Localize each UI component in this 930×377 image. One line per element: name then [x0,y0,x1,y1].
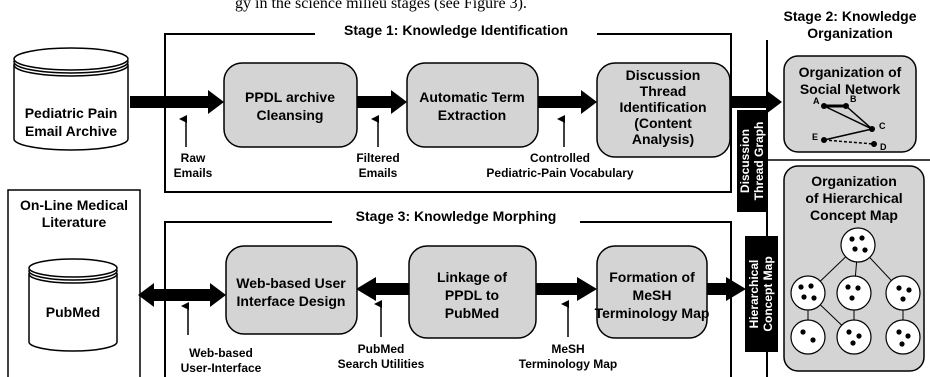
thread-identification-box [596,62,731,158]
archive-label-line1: Pediatric Pain [25,105,118,121]
mesh-formation-label-3: Terminology Map [595,305,710,321]
literature-frame [7,189,141,377]
top-cropped-text: gy in the science milieu stages (see Fig… [235,0,527,12]
controlled-vocab-label-2: Pediatric-Pain Vocabulary [486,166,633,180]
network-node-c [869,126,875,132]
literature-title-line1: On-Line Medical [20,197,128,213]
thread-identification-label-5: Analysis) [632,131,694,147]
filtered-emails-label-1: Filtered [356,151,399,165]
arrow-cleansing-to-extraction [356,90,407,114]
stage2-title-line1: Stage 2: Knowledge [783,8,916,24]
thread-identification-label-2: Thread [640,83,687,99]
social-network-label-2: Social Network [800,81,901,97]
raw-emails-label-2: Emails [174,166,213,180]
thread-identification-label-3: Identification [619,99,706,115]
concept-node-mid-center [836,275,872,311]
discussion-thread-graph-label-2: Thread Graph [752,122,766,201]
mesh-formation-label-2: MeSH [633,287,672,303]
network-node-c-label: C [879,121,886,131]
archive-label-line2: Email Archive [25,123,117,139]
network-node-e-label: E [812,132,818,142]
network-node-d-label: D [880,142,887,152]
concept-node-mid-right [885,275,921,311]
ppdl-cleansing-label-2: Cleansing [257,107,324,123]
network-node-a-label: A [813,96,820,106]
linkage-label-1: Linkage of [437,269,507,285]
discussion-thread-graph-bar [737,110,767,212]
social-network-graph [821,103,877,147]
stage3-title-bg [332,205,580,227]
term-extraction-label-1: Automatic Term [419,89,525,105]
hierarchical-concept-map-bar [745,236,778,352]
arrow-webui-to-pubmed [138,283,226,307]
concept-node-root [840,227,876,263]
web-ui-design-box [225,245,358,335]
flow-arrows-stage3 [138,277,746,307]
network-node-a [821,103,827,109]
stage1-title: Stage 1: Knowledge Identification [344,22,568,38]
stage3-title: Stage 3: Knowledge Morphing [356,208,557,224]
concept-map-label-2: of Hierarchical [805,190,902,206]
mesh-map-label-1: MeSH [551,342,584,356]
concept-map-label-1: Organization [811,173,897,189]
mesh-formation-label-1: Formation of [609,269,695,285]
network-node-e [821,137,827,143]
literature-title-line2: Literature [42,214,107,230]
concept-map-tree [790,227,921,355]
web-ui-design-label-2: Interface Design [237,293,346,309]
social-network-label-1: Organization of [799,64,902,80]
pubmed-search-label-2: Search Utilities [338,357,425,371]
concept-node-leaf-left [790,319,826,355]
arrow-linkage-to-webui [356,277,409,301]
network-node-b-label: B [850,94,857,104]
linkage-label-3: PubMed [445,305,499,321]
email-archive-database-icon [13,47,129,151]
filtered-emails-label-2: Emails [359,166,398,180]
mesh-map-label-2: Terminology Map [519,357,617,371]
ppdl-cleansing-label-1: PPDL archive [245,89,335,105]
web-ui-label-1: Web-based [189,346,253,360]
concept-node-mid-left [790,275,826,311]
concept-map-label-3: Concept Map [810,207,898,223]
term-extraction-label-2: Extraction [438,107,506,123]
linkage-box [408,245,537,339]
raw-emails-label-1: Raw [181,151,206,165]
stage2-title-line2: Organization [807,25,893,41]
arrow-thread-to-stage2 [730,90,782,114]
concept-node-leaf-right [885,319,921,355]
network-node-d [871,141,877,147]
flow-arrows-stage1 [130,90,782,114]
pubmed-database-icon [28,258,118,352]
pubmed-search-label-1: PubMed [358,342,405,356]
arrow-mesh-to-linkage [535,277,597,301]
concept-node-leaf-center [836,319,872,355]
stage1-title-bg [315,20,597,42]
ppdl-cleansing-box [223,62,358,148]
pubmed-db-label: PubMed [46,304,100,320]
arrow-concept-map-to-mesh [706,277,746,301]
discussion-thread-graph-label-1: Discussion [738,129,752,193]
linkage-label-2: PPDL to [445,287,499,303]
term-extraction-box [406,62,539,148]
hierarchical-concept-map-label-2: Concept Map [761,256,775,331]
thread-identification-label-4: (Content [634,115,692,131]
hierarchical-concept-map-label-1: Hierarchical [747,260,761,329]
web-ui-design-label-1: Web-based User [236,275,346,291]
web-ui-label-2: User-Interface [181,361,262,375]
mesh-formation-box [596,245,708,339]
arrow-extraction-to-thread [537,90,597,114]
arrow-archive-to-cleansing [130,90,224,114]
thread-identification-label-1: Discussion [626,67,701,83]
social-network-box [783,55,917,153]
controlled-vocab-label-1: Controlled [530,151,590,165]
concept-map-box [783,165,925,372]
network-node-b [843,103,849,109]
